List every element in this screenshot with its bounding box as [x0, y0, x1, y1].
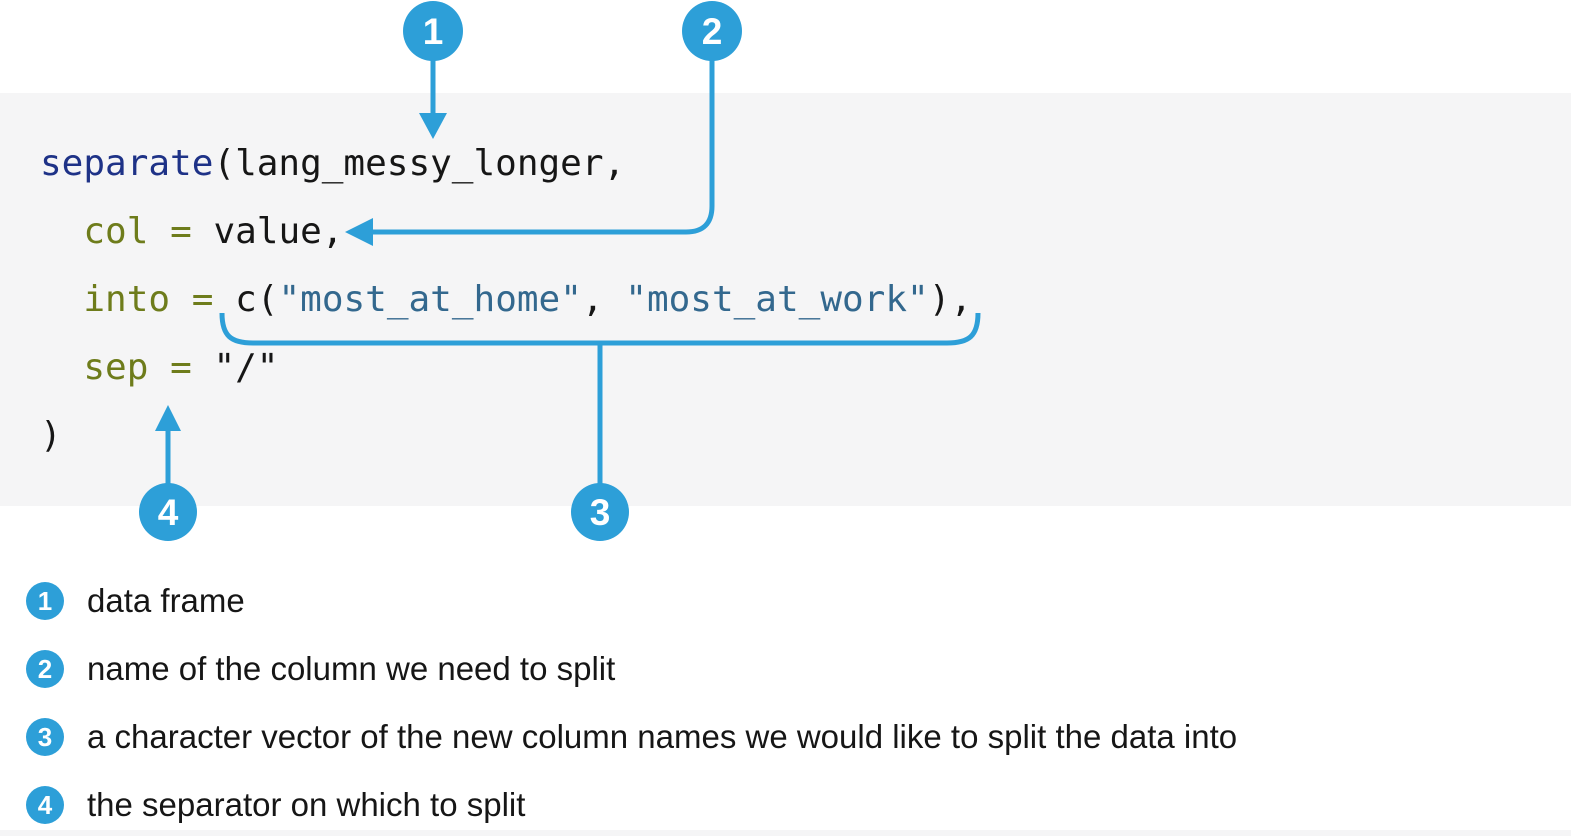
- code-segment: "/": [191, 347, 279, 388]
- legend-badge-2: 2: [26, 650, 64, 688]
- legend-item-3: 3 a character vector of the new column na…: [26, 718, 1237, 756]
- legend-item-2: 2 name of the column we need to split: [26, 650, 1237, 688]
- code-segment: =: [170, 347, 192, 388]
- legend-badge-1: 1: [26, 582, 64, 620]
- code-segment: [40, 279, 83, 320]
- next-code-band-edge: [0, 830, 1571, 836]
- legend-label: the separator on which to split: [87, 786, 526, 823]
- code-segment: c(: [213, 279, 279, 320]
- code-segment: (lang_messy_longer,: [213, 143, 626, 184]
- code-segment: "most_at_home": [278, 279, 582, 320]
- code-segment: ),: [928, 279, 973, 320]
- legend-badge-3: 3: [26, 718, 64, 756]
- legend-item-1: 1 data frame: [26, 582, 1237, 620]
- legend-label: a character vector of the new column nam…: [87, 718, 1238, 755]
- legend-item-4: 4 the separator on which to split: [26, 786, 1237, 824]
- code-segment: [148, 347, 170, 388]
- callout-1-badge: [403, 1, 463, 61]
- callout-1-number: 1: [423, 11, 444, 52]
- code-segment: ): [40, 415, 62, 456]
- code-segment: col: [83, 211, 149, 252]
- code-segment: [148, 211, 170, 252]
- code-segment: [40, 211, 83, 252]
- legend-label: name of the column we need to split: [87, 650, 616, 687]
- legend-label: data frame: [87, 582, 245, 619]
- code-segment: separate: [40, 143, 214, 184]
- code-background-band: [0, 93, 1571, 506]
- code-segment: [40, 347, 83, 388]
- code-segment: into: [83, 279, 171, 320]
- code-segment: ,: [581, 279, 626, 320]
- callout-2-badge: [682, 1, 742, 61]
- code-segment: =: [191, 279, 214, 320]
- callout-2-number: 2: [702, 11, 723, 52]
- code-segment: =: [170, 211, 192, 252]
- code-segment: "most_at_work": [625, 279, 929, 320]
- code-segment: value,: [191, 211, 344, 252]
- code-block: separate(lang_messy_longer, col = value,…: [40, 130, 972, 470]
- code-segment: sep: [83, 347, 149, 388]
- legend-badge-4: 4: [26, 786, 64, 824]
- legend: 1 data frame 2 name of the column we need t…: [26, 582, 1237, 836]
- code-segment: [170, 279, 192, 320]
